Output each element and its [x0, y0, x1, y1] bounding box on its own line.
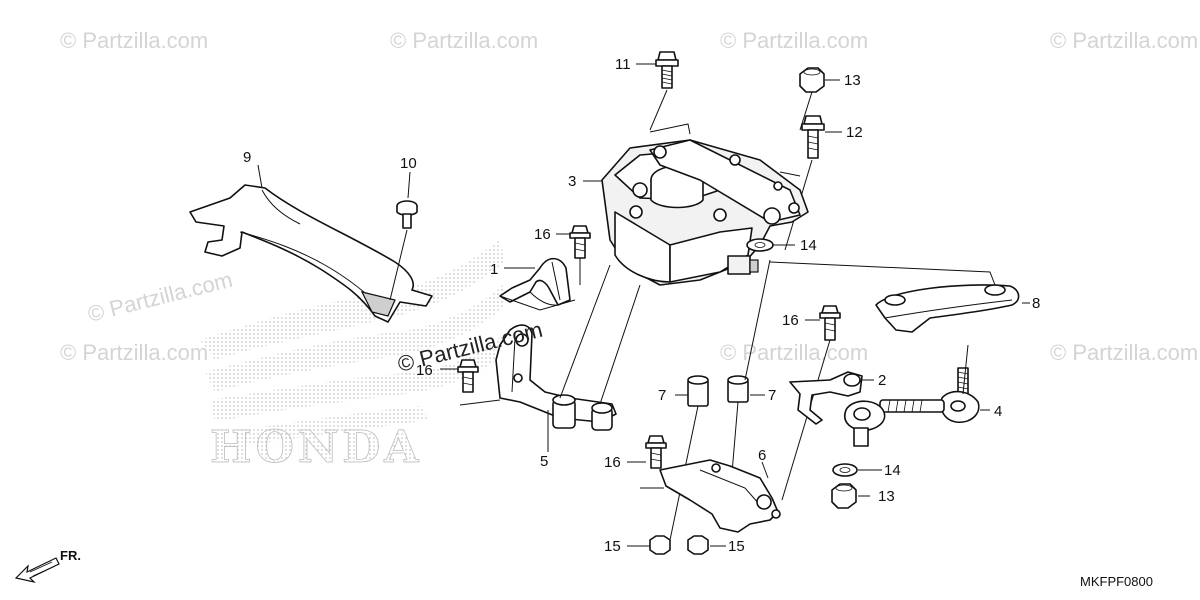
callout-15-left: 15	[604, 538, 621, 555]
callout-14-bottom: 14	[884, 462, 901, 479]
watermark: © Partzilla.com	[390, 28, 538, 53]
part-1-clamp	[499, 257, 576, 311]
callout-labels: 1 2 3 4 5 6 7 7 8 9 10 11 12 13 13 14 14…	[243, 56, 1040, 555]
part-16-bolt-c	[817, 305, 841, 381]
part-16-bolt-a	[569, 225, 591, 285]
front-label: FR.	[60, 548, 81, 563]
callout-4: 4	[994, 403, 1002, 420]
callout-3: 3	[568, 173, 576, 190]
watermark: © Partzilla.com	[1050, 340, 1198, 365]
honda-wordmark: HONDA	[210, 422, 422, 473]
part-16-bolt-b	[457, 359, 479, 393]
part-8-stay	[769, 261, 1020, 333]
watermark: © Partzilla.com	[720, 340, 868, 365]
callout-8: 8	[1032, 295, 1040, 312]
callout-16-a: 16	[534, 226, 551, 243]
callout-13-top: 13	[844, 72, 861, 89]
part-14-washer-top	[746, 238, 774, 252]
part-7-collar-a	[669, 375, 709, 541]
callout-2: 2	[878, 372, 886, 389]
part-3-damper-unit	[601, 123, 809, 286]
part-16-bolt-d	[645, 435, 667, 469]
watermark: © Partzilla.com	[85, 267, 235, 327]
honda-wing-logo: HONDA	[200, 240, 505, 473]
callout-7a: 7	[658, 387, 666, 404]
diagram-code: MKFPF0800	[1080, 574, 1153, 589]
watermark: © Partzilla.com	[60, 28, 208, 53]
callout-5: 5	[540, 453, 548, 470]
callout-15-right: 15	[728, 538, 745, 555]
callout-16-b: 16	[416, 362, 433, 379]
part-4-tie-rod	[844, 344, 980, 447]
callout-12: 12	[846, 124, 863, 141]
callout-14-top: 14	[800, 237, 817, 254]
callout-leaders	[257, 63, 1030, 547]
callout-9: 9	[243, 149, 251, 166]
callout-10: 10	[400, 155, 417, 172]
watermark: © Partzilla.com	[1050, 28, 1198, 53]
watermark: © Partzilla.com	[720, 28, 868, 53]
part-6-bracket	[640, 389, 816, 533]
part-15-nut-a	[649, 535, 671, 555]
part-14-washer-bottom	[832, 463, 858, 477]
callout-13-bottom: 13	[878, 488, 895, 505]
front-direction-indicator: FR.	[14, 548, 81, 584]
watermark: © Partzilla.com	[60, 340, 208, 365]
callout-16-c: 16	[782, 312, 799, 329]
callout-16-d: 16	[604, 454, 621, 471]
callout-1: 1	[490, 261, 498, 278]
part-13-nut-bottom	[831, 483, 857, 509]
callout-11: 11	[615, 56, 631, 73]
callout-6: 6	[758, 447, 766, 464]
part-10-screw	[389, 200, 418, 301]
part-2-clip	[789, 371, 863, 425]
part-9-cover	[189, 184, 433, 323]
part-15-nut-b	[687, 535, 709, 555]
part-5-bracket	[459, 264, 641, 438]
part-11-bolt	[649, 51, 679, 131]
callout-7b: 7	[768, 387, 776, 404]
